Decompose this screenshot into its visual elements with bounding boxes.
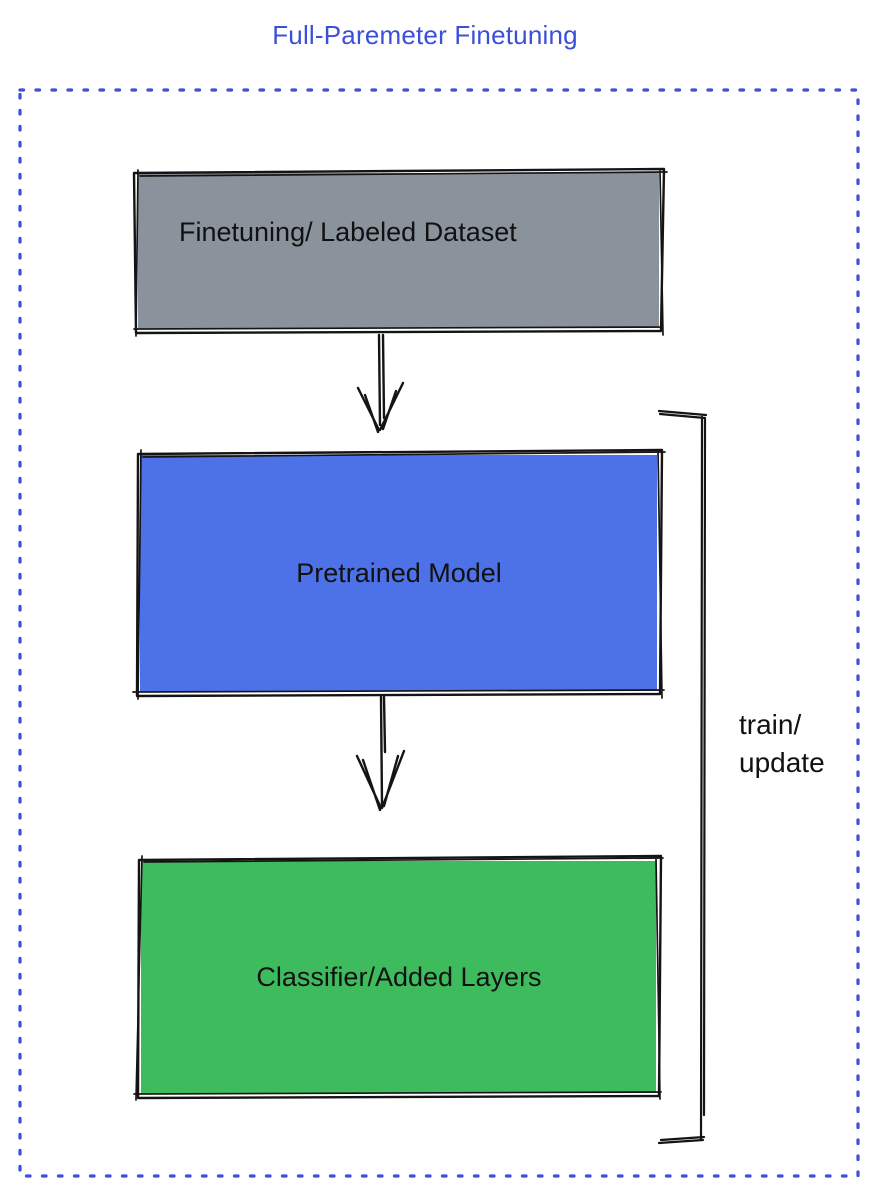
arrow-dataset-to-model-icon [356, 333, 405, 434]
diagram-title: Full-Paremeter Finetuning [272, 20, 578, 50]
dataset-box-border [132, 167, 666, 335]
train-update-label-line1: train/ [739, 709, 802, 740]
classifier-box-fill [141, 861, 656, 1093]
pretrained-model-box-fill [140, 455, 657, 691]
train-update-label-line2: update [739, 747, 825, 778]
classifier-box [133, 854, 664, 1101]
pretrained-model-box-label: Pretrained Model [296, 558, 502, 588]
dataset-box-fill [138, 173, 659, 328]
pretrained-model-box [132, 448, 666, 700]
train-update-label: train/ update [739, 706, 825, 782]
classifier-box-border-sketch [133, 855, 664, 1101]
dataset-box-label: Finetuning/ Labeled Dataset [179, 217, 517, 247]
dataset-box-border-sketch [133, 169, 668, 337]
dotted-border [18, 88, 860, 1178]
pretrained-model-box-border-sketch [132, 449, 666, 700]
arrow-model-to-classifier-icon [355, 695, 406, 812]
pretrained-model-box-border [135, 448, 664, 698]
train-update-bracket [657, 409, 708, 1145]
dataset-box [132, 167, 668, 337]
classifier-box-label: Classifier/Added Layers [256, 962, 542, 992]
